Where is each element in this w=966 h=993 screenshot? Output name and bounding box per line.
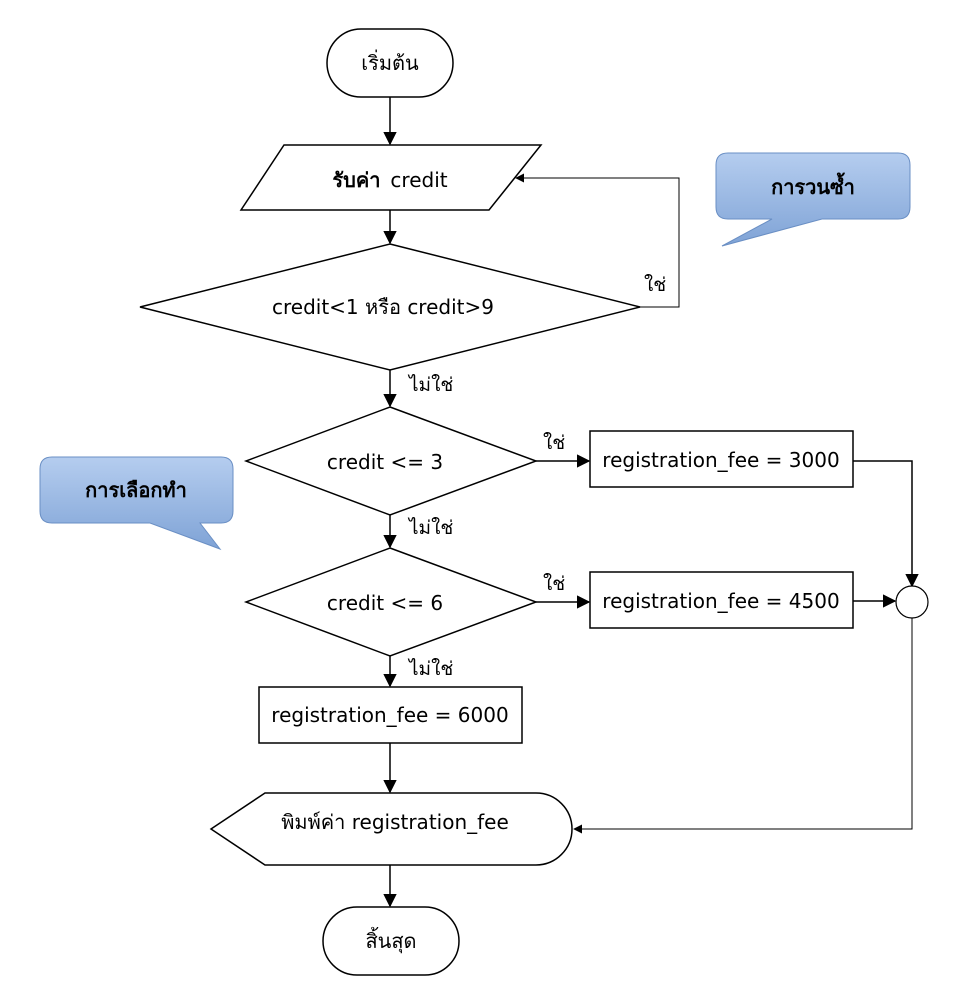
edge-label-yes-le6: ใช่ xyxy=(543,573,565,595)
decision-le6-label: credit <= 6 xyxy=(327,591,443,615)
process-3000-label: registration_fee = 3000 xyxy=(602,448,839,472)
edge-label-yes-loop: ใช่ xyxy=(644,274,666,296)
process-3000: registration_fee = 3000 xyxy=(589,430,854,488)
edge-loop-back xyxy=(515,173,680,308)
process-6000-label: registration_fee = 6000 xyxy=(271,703,508,727)
decision-le6: credit <= 6 xyxy=(243,547,539,657)
input-node: รับค่า credit xyxy=(239,144,543,211)
decision-range-label: credit<1 หรือ credit>9 xyxy=(272,295,494,319)
edge-label-no-le3: ไม่ใช่ xyxy=(407,517,453,539)
edge-connector-output xyxy=(573,618,913,834)
callout-loop: การวนซ้ำ xyxy=(715,152,911,247)
edge-label-no-range: ไม่ใช่ xyxy=(407,374,453,396)
edge-3000-connector xyxy=(853,460,919,588)
end-terminal: สิ้นสุด xyxy=(322,906,460,976)
edge-label-no-le6: ไม่ใช่ xyxy=(407,658,453,680)
process-4500-label: registration_fee = 4500 xyxy=(602,589,839,613)
merge-connector xyxy=(895,585,929,619)
process-4500: registration_fee = 4500 xyxy=(589,571,854,629)
edge-label-yes-le3: ใช่ xyxy=(543,432,565,454)
callout-selection-text: การเลือกทำ xyxy=(85,478,187,502)
start-terminal: เริ่มต้น xyxy=(326,28,454,98)
end-label: สิ้นสุด xyxy=(365,927,416,954)
input-label: รับค่า credit xyxy=(332,168,447,192)
callout-selection: การเลือกทำ xyxy=(39,456,234,551)
callout-loop-text: การวนซ้ำ xyxy=(771,172,855,199)
output-node: พิมพ์ค่า registration_fee xyxy=(209,792,573,866)
decision-le3-label: credit <= 3 xyxy=(327,450,443,474)
process-6000: registration_fee = 6000 xyxy=(258,686,523,744)
decision-range: credit<1 หรือ credit>9 xyxy=(139,243,641,371)
decision-le3: credit <= 3 xyxy=(243,406,539,516)
start-label: เริ่มต้น xyxy=(361,49,419,75)
output-label: พิมพ์ค่า registration_fee xyxy=(281,810,509,834)
input-label-var: credit xyxy=(390,168,447,192)
input-label-bold: รับค่า xyxy=(332,168,380,192)
